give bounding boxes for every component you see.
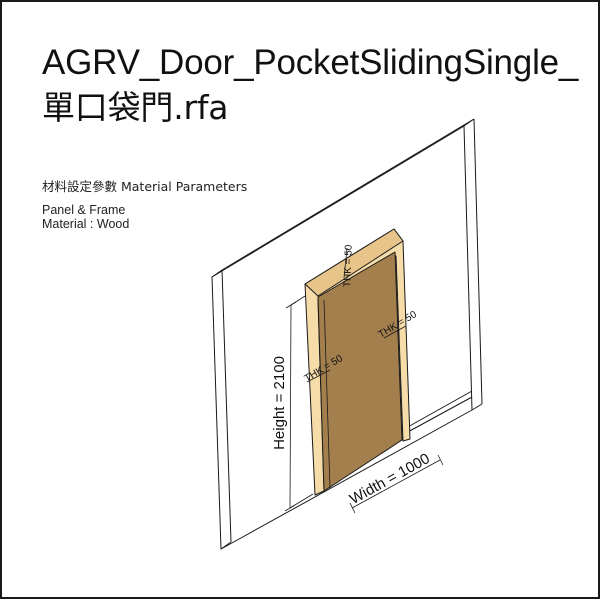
width-dim-tick-left [349,502,356,514]
height-dim-ext-top [290,295,306,306]
wall-right-side-edge [473,118,483,405]
pocket-slot-top [405,390,473,429]
thk-left-leader [306,369,331,383]
height-dimension-label: Height = 2100 [271,356,288,450]
family-title: AGRV_Door_PocketSlidingSingle_ 單口袋門.rfa [42,40,578,130]
height-dim-line [289,304,292,509]
wall-right-back-edge [463,118,475,127]
wall-bottom-right-edge [471,403,483,411]
wall-left-inner-edge [221,269,232,543]
wall-top-back-edge [221,118,475,271]
family-title-line1: AGRV_Door_PocketSlidingSingle_ [42,43,579,82]
family-title-line2: 單口袋門.rfa [42,88,229,127]
thk-top-leader [343,247,348,279]
pocket-slot-bottom [405,396,473,434]
door-panel-edge [323,299,331,489]
door-frame-top-shade [304,228,404,297]
material-note-line1: Panel & Frame [42,203,126,217]
wall-bottom-inner-edge [220,541,232,550]
height-dim-ext-bottom [289,493,314,509]
width-dim-line [351,459,441,509]
wall-top-edge [211,269,223,278]
thk-top-label: THK = 50 [342,244,354,287]
material-parameters-heading: 材料設定參數 Material Parameters [42,179,248,194]
thk-right-leader [383,325,407,339]
material-note-line2: Material : Wood [42,217,130,231]
width-dim-tick-right [437,454,444,466]
material-note: Panel & Frame Material : Wood [42,203,129,231]
door-panel [317,251,403,492]
